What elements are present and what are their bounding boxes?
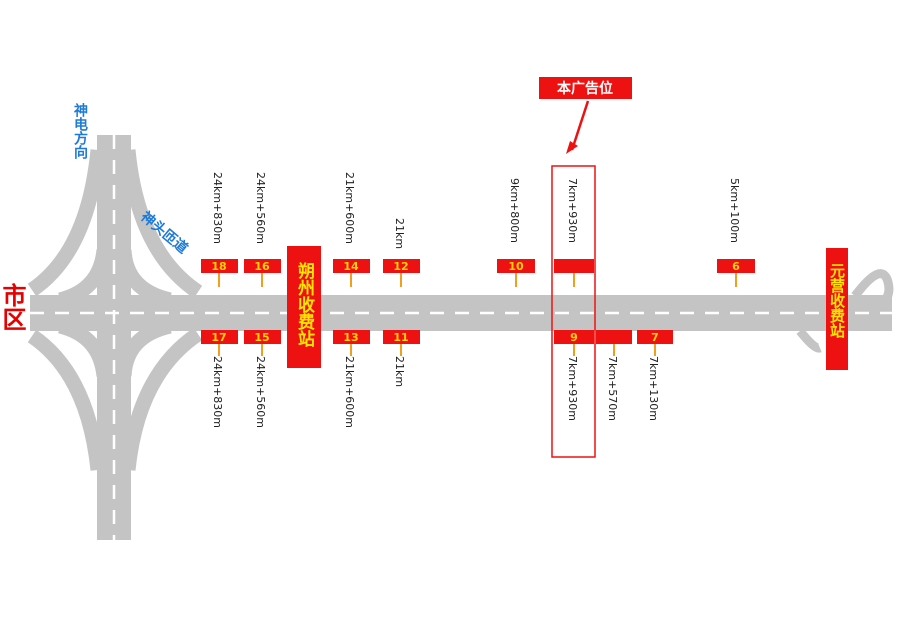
shuozhou-toll-station-box <box>287 246 321 368</box>
callout-label: 本广告位 <box>557 80 613 97</box>
bottom-billboard-11: 11 21km <box>383 330 420 387</box>
billboard-board <box>383 259 420 273</box>
billboard-mileage: 7km+570m <box>606 356 619 421</box>
billboard-board <box>201 259 238 273</box>
top-billboards: 18 24km+830m 16 24km+560m 14 21km+600m 1… <box>201 172 755 287</box>
billboard-board <box>637 330 673 344</box>
yuanying-toll-station-box <box>826 248 848 370</box>
callout-arrow-head <box>566 141 578 154</box>
billboard-board <box>717 259 755 273</box>
bottom-billboards: 17 24km+830m 15 24km+560m 13 21km+600m 1… <box>201 330 673 428</box>
yuanying-toll-station-label: 元营收费站 <box>828 263 846 339</box>
shuozhou-toll-station-label: 朔州收费站 <box>294 261 316 348</box>
billboard-number: 11 <box>393 331 408 344</box>
bottom-billboard-15: 15 24km+560m <box>244 330 281 428</box>
billboard-number: 7 <box>651 331 659 344</box>
billboard-number: 14 <box>343 260 359 273</box>
billboard-board <box>244 330 281 344</box>
road-network <box>27 135 894 540</box>
billboard-mileage: 24km+830m <box>211 356 224 428</box>
end-loop-ramp <box>851 269 894 317</box>
billboard-number: 13 <box>343 331 358 344</box>
top-billboard-18: 18 24km+830m <box>201 172 238 287</box>
billboard-board <box>383 330 420 344</box>
billboard-mileage: 21km <box>393 218 406 249</box>
billboard-mileage: 7km+130m <box>647 356 660 421</box>
top-billboard-14: 14 21km+600m <box>333 172 370 287</box>
bottom-billboard-7: 7 7km+130m <box>637 330 673 421</box>
featured-location-frame <box>551 165 596 458</box>
billboard-mileage: 24km+560m <box>254 172 267 244</box>
bottom-billboard-17: 17 24km+830m <box>201 330 238 428</box>
callout-box <box>539 77 632 99</box>
billboard-board <box>596 330 632 344</box>
billboard-mileage: 5km+100m <box>728 178 741 243</box>
bottom-billboard-9: 9 7km+930m <box>554 330 594 421</box>
callout-arrow <box>570 100 590 151</box>
top-billboard-12: 12 21km <box>383 218 420 287</box>
top-billboard-10: 10 9km+800m <box>497 178 535 287</box>
billboard-mileage: 7km+930m <box>566 178 579 243</box>
billboard-number: 6 <box>732 260 740 273</box>
billboard-mileage: 21km+600m <box>343 356 356 428</box>
billboard-number: 10 <box>508 260 524 273</box>
billboard-mileage: 21km+600m <box>343 172 356 244</box>
billboard-number: 17 <box>211 331 226 344</box>
interchange-ramps <box>27 149 203 471</box>
billboard-board <box>244 259 281 273</box>
billboard-mileage: 24km+830m <box>211 172 224 244</box>
billboard-board <box>201 330 238 344</box>
billboard-number: 16 <box>254 260 270 273</box>
billboard-mileage: 7km+930m <box>566 356 579 421</box>
billboard-number: 9 <box>570 331 578 344</box>
billboard-board <box>554 259 594 273</box>
billboard-mileage: 9km+800m <box>508 178 521 243</box>
city-label: 市区 <box>0 282 26 331</box>
billboard-board <box>333 259 370 273</box>
top-billboard-16: 16 24km+560m <box>244 172 281 287</box>
direction-shendian-label: 神电方向 <box>72 102 88 160</box>
billboard-mileage: 21km <box>393 356 406 387</box>
billboard-board <box>333 330 370 344</box>
bottom-billboard-13: 13 21km+600m <box>333 330 370 428</box>
end-loop-ramp-lower <box>796 328 822 353</box>
billboard-mileage: 24km+560m <box>254 356 267 428</box>
billboard-number: 12 <box>393 260 408 273</box>
top-billboard-featured: 7km+930m <box>554 178 594 287</box>
billboard-number: 18 <box>211 260 226 273</box>
bottom-billboard-8: 7km+570m <box>596 330 632 421</box>
billboard-board <box>497 259 535 273</box>
billboard-number: 15 <box>254 331 269 344</box>
top-billboard-6: 6 5km+100m <box>717 178 755 287</box>
billboard-board <box>554 330 594 344</box>
